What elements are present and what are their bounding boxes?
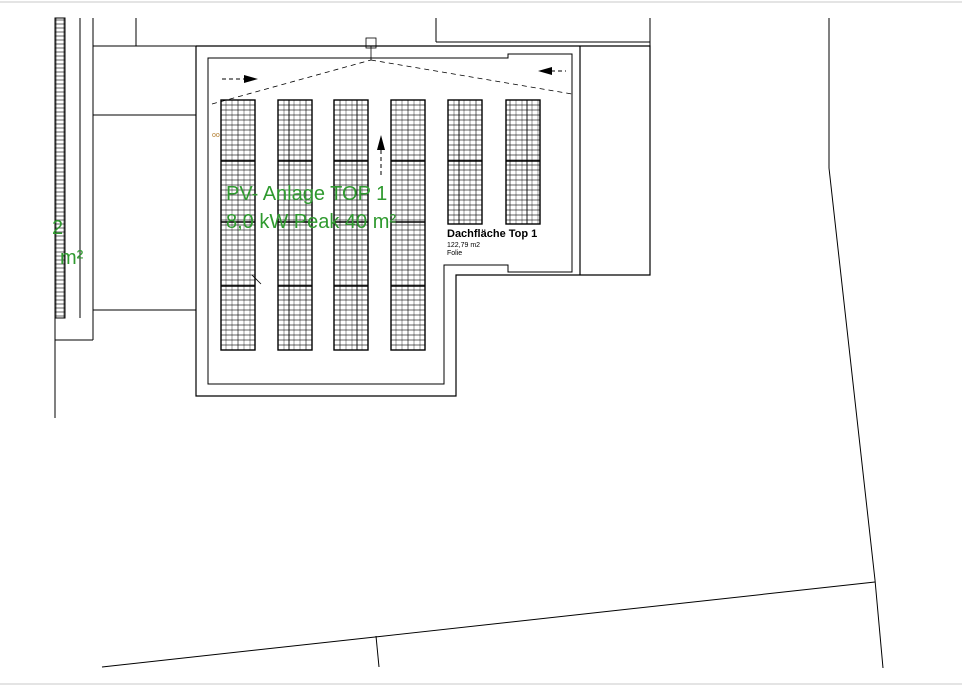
pv-panel-row — [447, 99, 483, 225]
roof-area-material: Folie — [447, 250, 462, 257]
roof-parapet — [207, 53, 573, 385]
arrow-up-icon — [377, 135, 385, 178]
pv-title: PV- Anlage TOP 1 — [226, 183, 387, 205]
property-boundary — [101, 18, 884, 669]
pv-panel-row — [277, 99, 313, 351]
roof-area-size: 122,79 m2 — [447, 242, 480, 249]
arrow-left-icon — [538, 67, 566, 75]
pv-panel-row — [220, 99, 256, 351]
roof-area-name: Dachfläche Top 1 — [447, 228, 537, 240]
ridge-line-left — [211, 59, 372, 105]
pv-panel-row — [505, 99, 541, 225]
arrow-right-icon — [222, 75, 258, 83]
main-building-outer — [195, 45, 651, 397]
left-area-prefix: 2 — [52, 217, 63, 239]
left-building — [54, 17, 196, 418]
pv-spec: 8,0 kW Peak 40 m² — [226, 211, 396, 233]
left-area-unit: m² — [60, 247, 84, 269]
pv-panel-row — [333, 99, 369, 351]
pv-panel-row — [390, 99, 426, 351]
ridge-line-right — [370, 59, 573, 95]
marker-symbol: oo — [212, 132, 220, 139]
